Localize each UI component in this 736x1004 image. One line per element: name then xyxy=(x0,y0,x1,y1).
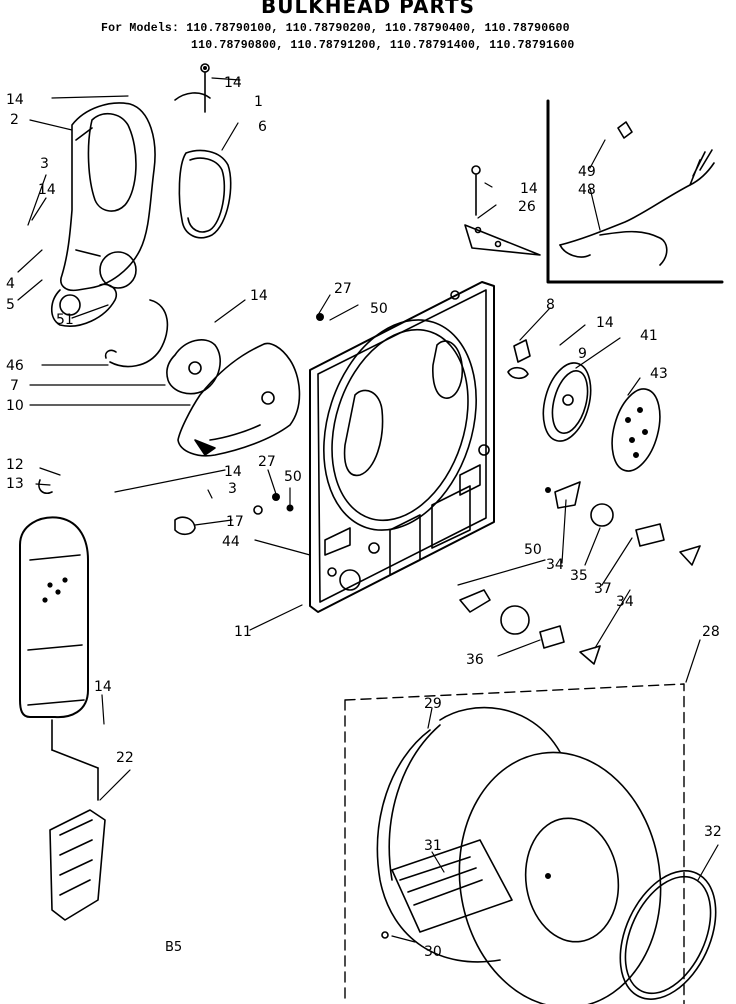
callout-13: 13 xyxy=(6,476,24,492)
callout-32: 32 xyxy=(704,824,722,840)
seal-32 xyxy=(619,870,717,1000)
callout-8: 8 xyxy=(546,297,555,313)
callout-3-mid: 3 xyxy=(228,481,237,497)
baffle-31 xyxy=(391,839,513,933)
drum-assembly-28-box xyxy=(344,683,685,1004)
callout-50-mid: 50 xyxy=(284,469,302,485)
callout-11: 11 xyxy=(234,624,252,640)
callout-26: 26 xyxy=(518,199,536,215)
callout-43: 43 xyxy=(650,366,668,382)
callout-14-left-top: 14 xyxy=(6,92,24,108)
callout-27-top: 27 xyxy=(334,281,352,297)
drum-29 xyxy=(376,706,662,1004)
motor-bracket-41 xyxy=(542,362,592,442)
part-12 xyxy=(38,479,53,495)
callout-14-top: 14 xyxy=(224,75,242,91)
models-line-2: 110.78790800, 110.78791200, 110.78791400… xyxy=(191,39,575,52)
callout-3-top: 3 xyxy=(40,156,49,172)
callout-2: 2 xyxy=(10,112,19,128)
callout-50-lower: 50 xyxy=(524,542,542,558)
part-44 xyxy=(253,505,263,515)
blower-housing-10 xyxy=(177,342,301,457)
callout-41: 41 xyxy=(640,328,658,344)
callout-51: 51 xyxy=(56,312,74,328)
callout-14-mid: 14 xyxy=(224,464,242,480)
callout-10: 10 xyxy=(6,398,24,414)
wiring-harness-inset xyxy=(546,99,724,284)
callout-14-blower: 14 xyxy=(250,288,268,304)
part-1 xyxy=(174,92,211,101)
callout-36: 36 xyxy=(466,652,484,668)
callout-17: 17 xyxy=(226,514,244,530)
callout-22: 22 xyxy=(116,750,134,766)
roller-35-upper xyxy=(590,503,614,527)
callout-46: 46 xyxy=(6,358,24,374)
bracket-34-right xyxy=(679,545,701,566)
callout-37: 37 xyxy=(594,581,612,597)
shaft-37 xyxy=(635,523,665,547)
screw-30 xyxy=(381,931,389,939)
callout-14-lower: 14 xyxy=(94,679,112,695)
bracket-22 xyxy=(49,719,106,921)
callout-14-bracket: 14 xyxy=(520,181,538,197)
callout-29: 29 xyxy=(424,696,442,712)
callout-7: 7 xyxy=(10,378,19,394)
bracket-34-lower xyxy=(459,589,491,613)
hook-part-46 xyxy=(109,299,169,368)
shaft-36 xyxy=(539,625,565,649)
page-code: B5 xyxy=(165,940,183,955)
callout-34-right: 34 xyxy=(616,594,634,610)
callout-5: 5 xyxy=(6,297,15,313)
blower-wheel-7 xyxy=(166,339,221,395)
bulkhead-panel-11 xyxy=(309,281,495,613)
callout-9: 9 xyxy=(578,346,587,362)
callout-28: 28 xyxy=(702,624,720,640)
bracket-26 xyxy=(464,224,541,256)
models-line-1: For Models: 110.78790100, 110.78790200, … xyxy=(101,22,570,35)
callout-44: 44 xyxy=(222,534,240,550)
callout-48: 48 xyxy=(578,182,596,198)
part-8 xyxy=(513,339,531,363)
callout-4: 4 xyxy=(6,276,15,292)
callout-1: 1 xyxy=(254,94,263,110)
callout-27-mid: 27 xyxy=(258,454,276,470)
callout-50-top: 50 xyxy=(370,301,388,317)
callout-30: 30 xyxy=(424,944,442,960)
part-9 xyxy=(507,366,529,380)
callout-12: 12 xyxy=(6,457,24,473)
callout-31: 31 xyxy=(424,838,442,854)
duct-part-2 xyxy=(50,102,156,327)
callout-14-mid-left: 14 xyxy=(38,182,56,198)
callout-14-right: 14 xyxy=(596,315,614,331)
callout-6: 6 xyxy=(258,119,267,135)
roller-35-lower xyxy=(500,605,530,635)
callout-34-mid: 34 xyxy=(546,557,564,573)
duct-13 xyxy=(19,516,89,719)
callout-35: 35 xyxy=(570,568,588,584)
part-17 xyxy=(174,516,196,536)
ring-part-6 xyxy=(178,149,232,239)
bracket-34-bottom xyxy=(579,645,601,665)
diagram-title: BULKHEAD PARTS xyxy=(260,0,476,18)
bracket-34-upper xyxy=(554,481,581,509)
cover-plate-43 xyxy=(611,388,661,472)
callout-49: 49 xyxy=(578,164,596,180)
